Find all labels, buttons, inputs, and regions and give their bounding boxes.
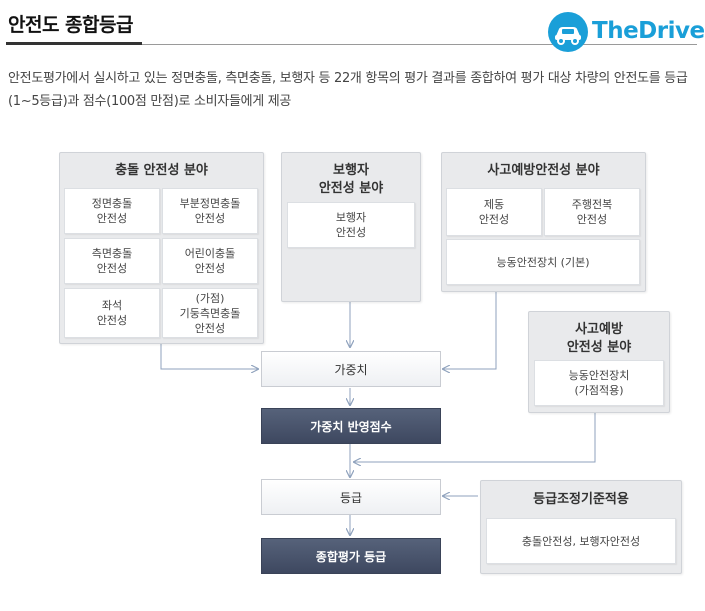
group-title: 사고예방안전성 분야: [487, 163, 600, 178]
side-collision-item: 측면충돌 안전성: [64, 238, 160, 284]
seat-safety-item: 좌석 안전성: [64, 288, 160, 338]
weight-box: 가중치: [261, 351, 441, 387]
active-safety-basic-item: 능동안전장치 (기본): [446, 239, 640, 285]
title-divider: [142, 44, 697, 45]
grade-adjustment-group: 등급조정기준적용 충돌안전성, 보행자안전성: [480, 480, 682, 574]
accident-prevention-group: 사고예방안전성 분야 제동 안전성 주행전복 안전성 능동안전장치 (기본): [441, 152, 646, 292]
grade-adjust-criteria-item: 충돌안전성, 보행자안전성: [486, 518, 676, 564]
logo-text: TheDrive: [592, 18, 705, 44]
child-collision-item: 어린이충돌 안전성: [162, 238, 258, 284]
description: 안전도평가에서 실시하고 있는 정면충돌, 측면충돌, 보행자 등 22개 항목…: [8, 71, 688, 109]
pole-side-collision-item: (가점) 기둥측면충돌 안전성: [162, 288, 258, 338]
group-title: 등급조정기준적용: [533, 492, 629, 507]
group-title: 사고예방 안전성 분야: [566, 322, 632, 355]
partial-frontal-item: 부분정면충돌 안전성: [162, 188, 258, 234]
frontal-collision-item: 정면충돌 안전성: [64, 188, 160, 234]
collision-safety-group: 충돌 안전성 분야 정면충돌 안전성 부분정면충돌 안전성 측면충돌 안전성 어…: [59, 152, 264, 344]
car-icon: [548, 12, 588, 52]
accident-prevention-bonus-group: 사고예방 안전성 분야 능동안전장치 (가점적용): [528, 311, 670, 413]
grade-box: 등급: [261, 479, 441, 515]
group-title: 보행자 안전성 분야: [318, 163, 384, 196]
pedestrian-safety-group: 보행자 안전성 분야 보행자 안전성: [281, 152, 421, 302]
group-title: 충돌 안전성 분야: [115, 163, 208, 178]
weighted-score-box: 가중치 반영점수: [261, 408, 441, 444]
final-grade-box: 종합평가 등급: [261, 538, 441, 574]
title-underline: [6, 42, 142, 45]
page-title: 안전도 종합등급: [8, 14, 133, 36]
active-safety-bonus-item: 능동안전장치 (가점적용): [534, 360, 664, 406]
rollover-safety-item: 주행전복 안전성: [544, 188, 640, 236]
braking-safety-item: 제동 안전성: [446, 188, 542, 236]
brand-logo[interactable]: TheDrive: [548, 12, 705, 54]
pedestrian-safety-item: 보행자 안전성: [287, 202, 415, 248]
